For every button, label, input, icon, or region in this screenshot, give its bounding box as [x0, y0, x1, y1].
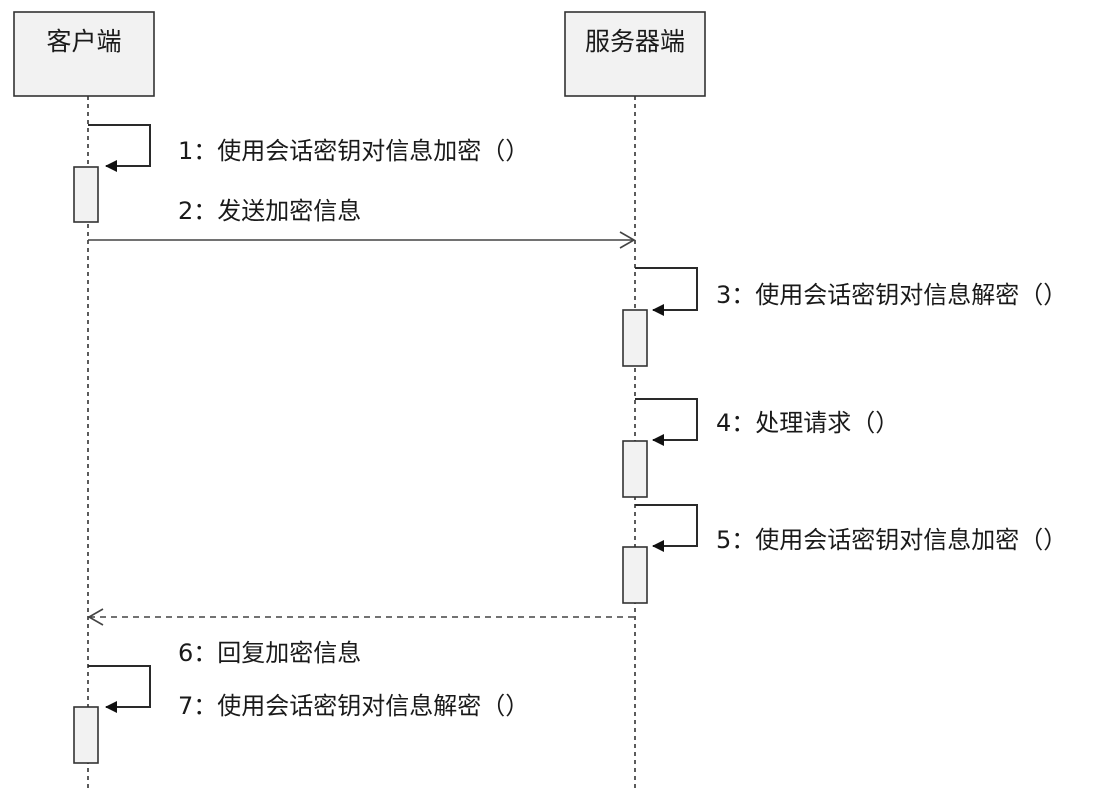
message-7: 7：使用会话密钥对信息解密（） — [73, 665, 529, 764]
message-6-label: 6：回复加密信息 — [178, 639, 361, 667]
self-call-arrow — [635, 267, 698, 316]
message-1: 1：使用会话密钥对信息加密（） — [73, 124, 529, 223]
self-call-arrow — [635, 398, 698, 446]
participant-client-box — [13, 11, 155, 97]
participant-client: 客户端 — [13, 11, 155, 97]
participant-server-box — [564, 11, 706, 97]
message-3: 3：使用会话密钥对信息解密（） — [622, 267, 1067, 367]
self-call-arrow — [635, 504, 698, 552]
participant-server: 服务器端 — [564, 11, 706, 97]
message-6: 6：回复加密信息 — [87, 608, 634, 667]
message-4-label: 4：处理请求（） — [716, 409, 899, 437]
activation-bar-server-5 — [622, 546, 648, 604]
message-3-label: 3：使用会话密钥对信息解密（） — [716, 281, 1067, 309]
self-call-arrow — [88, 665, 151, 713]
activation-bar-server-4 — [622, 440, 648, 498]
message-4: 4：处理请求（） — [622, 398, 899, 498]
participant-server-label: 服务器端 — [585, 27, 685, 56]
message-5-label: 5：使用会话密钥对信息加密（） — [716, 526, 1067, 554]
message-6-arrowhead — [87, 608, 104, 626]
message-7-label: 7：使用会话密钥对信息解密（） — [178, 692, 529, 720]
message-2-arrowhead — [619, 231, 636, 249]
activation-bar-client-1 — [73, 166, 99, 223]
message-1-label: 1：使用会话密钥对信息加密（） — [178, 137, 529, 165]
message-5: 5：使用会话密钥对信息加密（） — [622, 504, 1067, 604]
participant-client-label: 客户端 — [46, 27, 121, 56]
message-2-label: 2：发送加密信息 — [178, 197, 361, 225]
activation-bar-server-3 — [622, 309, 648, 367]
self-call-arrow — [88, 124, 151, 172]
activation-bar-client-7 — [73, 706, 99, 764]
message-2: 2：发送加密信息 — [88, 197, 636, 249]
